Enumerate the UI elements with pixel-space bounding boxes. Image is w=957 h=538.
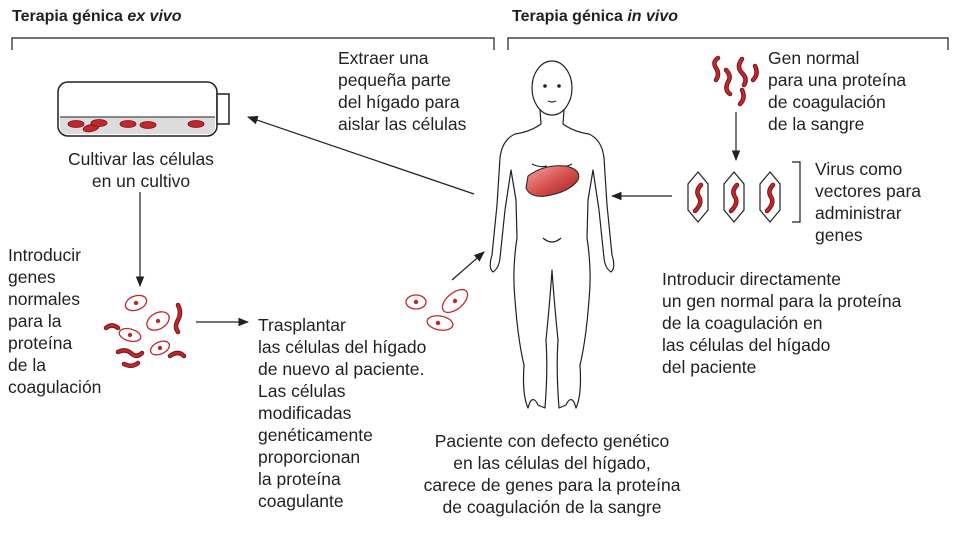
liver-icon: [525, 165, 580, 197]
ex-vivo-bracket: [11, 37, 495, 50]
introduce-genes-label: Introducir genes normales para la proteí…: [8, 245, 102, 397]
modified-cells-cluster: [103, 294, 187, 368]
flow-arrows: [135, 112, 741, 327]
patient-description-label: Paciente con defecto genético en las cél…: [423, 431, 681, 517]
vector-bracket: [792, 161, 801, 223]
virus-vectors-label: Virus como vectores para administrar gen…: [815, 159, 922, 245]
transplanted-cells: [405, 288, 469, 331]
normal-gene-strands: [712, 55, 759, 107]
culture-cells-label: Cultivar las células en un cultivo: [68, 149, 214, 191]
ex-vivo-heading: Terapia génica ex vivo: [12, 8, 182, 25]
transplant-cells-label: Trasplantar las células del hígado de nu…: [258, 315, 427, 511]
viral-vectors: [687, 171, 781, 223]
arrow-transplant-up: [451, 251, 485, 281]
direct-introduction-label: Introducir directamente un gen normal pa…: [662, 269, 902, 377]
arrow-extract: [246, 116, 475, 195]
patient-body: [489, 60, 615, 409]
culture-flask: [57, 81, 230, 137]
in-vivo-heading: Terapia génica in vivo: [512, 8, 678, 25]
extract-liver-label: Extraer una pequeña parte del hígado par…: [338, 48, 467, 134]
normal-gene-label: Gen normal para una proteína de coagulac…: [768, 48, 907, 134]
in-vivo-bracket: [507, 37, 949, 50]
